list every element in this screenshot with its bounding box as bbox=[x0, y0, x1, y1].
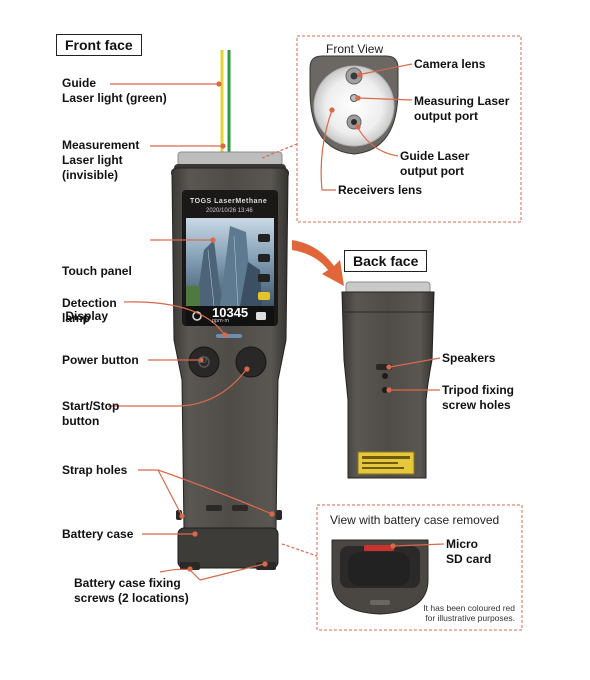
battery-note-line-1: It has been coloured red bbox=[423, 603, 515, 613]
label-detection-lamp: Detection lamp bbox=[62, 296, 117, 326]
label-tripod-holes: Tripod fixing screw holes bbox=[442, 383, 514, 413]
back-device bbox=[341, 281, 435, 479]
label-measurement-laser: Measurement Laser light (invisible) bbox=[62, 138, 139, 183]
label-fixing-screws: Battery case fixing screws (2 locations) bbox=[74, 576, 189, 606]
front-view-lens-assembly bbox=[309, 55, 399, 155]
label-line: Micro bbox=[446, 537, 479, 551]
front-view-box bbox=[296, 35, 522, 223]
label-battery-case: Battery case bbox=[62, 527, 133, 542]
label-camera-lens: Camera lens bbox=[414, 57, 485, 72]
label-line: Display bbox=[62, 309, 109, 323]
front-view-title: Front View bbox=[326, 42, 384, 56]
label-line: SD card bbox=[446, 552, 492, 566]
label-line: Guide Laser bbox=[400, 149, 470, 163]
label-line: Start/Stop bbox=[62, 399, 120, 413]
label-speakers: Speakers bbox=[442, 351, 495, 366]
label-receivers-lens: Receivers lens bbox=[338, 183, 422, 198]
label-line: Camera lens bbox=[414, 57, 486, 71]
label-line: screws (2 locations) bbox=[74, 591, 189, 605]
battery-view-title: View with battery case removed bbox=[330, 513, 500, 527]
label-line: Measuring Laser bbox=[414, 94, 510, 108]
label-line: Strap holes bbox=[62, 463, 128, 477]
label-line: output port bbox=[414, 109, 478, 123]
label-line: Laser light (green) bbox=[62, 91, 167, 105]
label-touch-panel: Touch panel Display bbox=[62, 234, 132, 339]
label-line: Detection bbox=[62, 296, 117, 310]
label-line: Power button bbox=[62, 353, 139, 367]
label-guide-laser: Guide Laser light (green) bbox=[62, 76, 167, 106]
battery-compartment bbox=[331, 539, 429, 615]
front-device bbox=[171, 151, 289, 570]
label-line: screw holes bbox=[442, 398, 511, 412]
label-guide-laser-port: Guide Laser output port bbox=[400, 149, 469, 179]
label-line: lamp bbox=[62, 311, 91, 325]
label-line: Battery case fixing bbox=[74, 576, 181, 590]
label-start-stop: Start/Stop button bbox=[62, 399, 119, 429]
device-datetime: 2020/10/26 13:46 bbox=[206, 208, 253, 214]
label-line: Laser light bbox=[62, 153, 123, 167]
leader-lines bbox=[108, 63, 445, 581]
curved-arrow bbox=[292, 240, 344, 286]
label-strap-holes: Strap holes bbox=[62, 463, 127, 478]
device-unit: ppm·m bbox=[212, 318, 230, 324]
front-face-tag: Front face bbox=[56, 34, 142, 56]
power-icon: ⏻ bbox=[199, 355, 207, 366]
label-line: Touch panel bbox=[62, 264, 132, 278]
label-line: Speakers bbox=[442, 351, 496, 365]
label-line: Tripod fixing bbox=[442, 383, 514, 397]
label-measuring-laser-port: Measuring Laser output port bbox=[414, 94, 509, 124]
label-line: Battery case bbox=[62, 527, 134, 541]
device-brand: TOGS LaserMethane bbox=[190, 198, 268, 205]
battery-note-line-2: for illustrative purposes. bbox=[425, 613, 515, 623]
battery-view-box bbox=[316, 504, 523, 631]
back-face-tag: Back face bbox=[344, 250, 428, 272]
label-line: (invisible) bbox=[62, 168, 119, 182]
label-line: output port bbox=[400, 164, 464, 178]
label-power-button: Power button bbox=[62, 353, 139, 368]
device-reading: 10345 bbox=[212, 305, 249, 320]
label-line: Measurement bbox=[62, 138, 140, 152]
label-line: Receivers lens bbox=[338, 183, 423, 197]
label-micro-sd: Micro SD card bbox=[446, 537, 491, 567]
battery-view-note: It has been coloured red for illustrativ… bbox=[400, 603, 515, 623]
label-line: button bbox=[62, 414, 100, 428]
label-line: Guide bbox=[62, 76, 97, 90]
